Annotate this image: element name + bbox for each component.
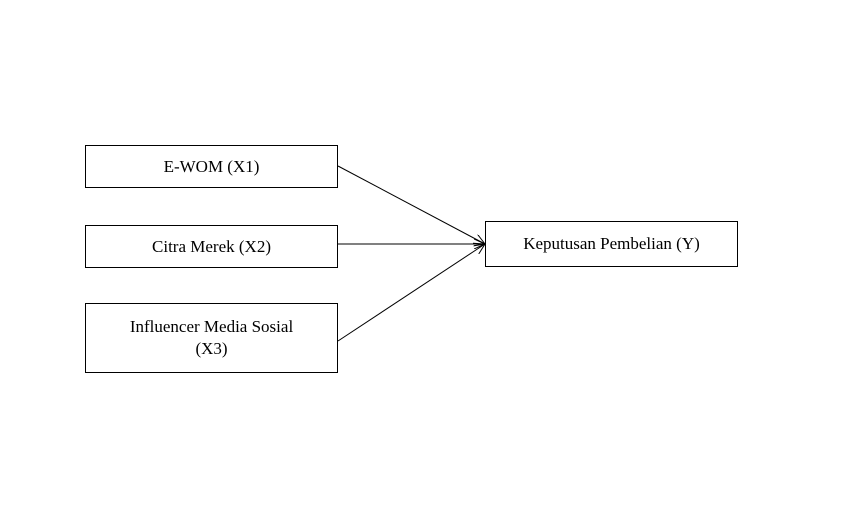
arrow-x3-to-y — [337, 244, 485, 342]
box-influencer-x3-label: Influencer Media Sosial (X3) — [129, 317, 294, 358]
arrow-x1-to-y — [337, 165, 485, 244]
box-ewom-x1-label: E-WOM (X1) — [163, 156, 260, 176]
box-citra-merek-x2: Citra Merek (X2) — [85, 225, 338, 268]
box-keputusan-pembelian-y: Keputusan Pembelian (Y) — [485, 221, 738, 267]
box-citra-merek-x2-label: Citra Merek (X2) — [152, 236, 271, 256]
box-keputusan-pembelian-y-label: Keputusan Pembelian (Y) — [523, 234, 700, 253]
box-influencer-x3: Influencer Media Sosial (X3) — [85, 303, 338, 373]
box-ewom-x1: E-WOM (X1) — [85, 145, 338, 188]
